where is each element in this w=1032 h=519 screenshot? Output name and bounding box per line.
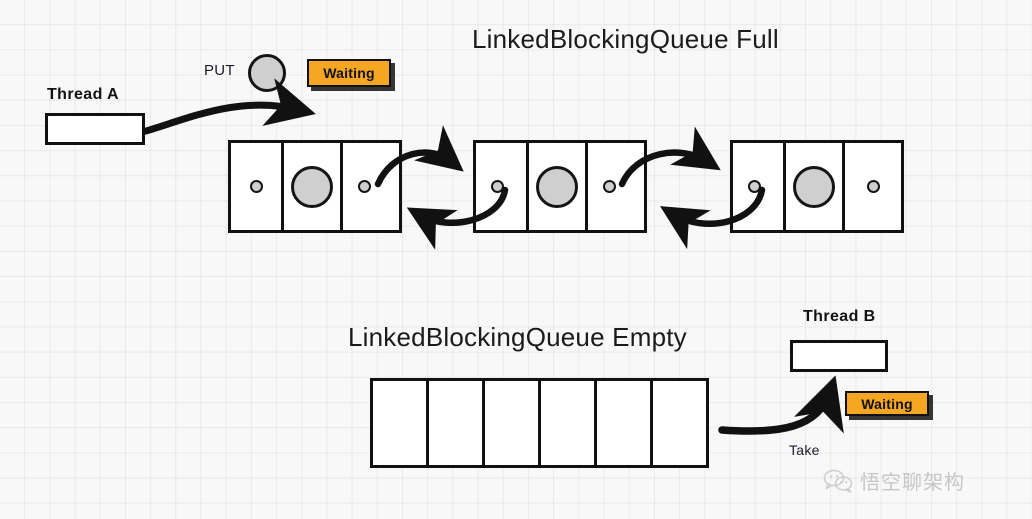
- node-3-prev-cell: [730, 140, 786, 233]
- watermark-text: 悟空聊架构: [860, 472, 965, 494]
- empty-cell-3: [482, 378, 541, 468]
- put-arrow: [142, 78, 316, 135]
- thread-b-waiting-badge: Waiting: [845, 391, 929, 416]
- prev-pointer-dot: [249, 180, 263, 193]
- prev-pointer-dot: [747, 180, 761, 193]
- prev-pointer-dot: [490, 180, 504, 193]
- empty-queue-title: LinkedBlockingQueue Empty: [348, 322, 687, 352]
- node-2-next-cell: [585, 140, 647, 233]
- data-item-circle: [536, 165, 578, 208]
- take-action-label: Take: [789, 442, 820, 458]
- thread-a-box[interactable]: [45, 113, 145, 145]
- queue-node-1[interactable]: [228, 140, 402, 233]
- node-3-data-cell: [783, 140, 845, 233]
- node-1-data-cell: [281, 140, 343, 233]
- full-queue-title: LinkedBlockingQueue Full: [472, 24, 779, 54]
- thread-a-waiting-badge: Waiting: [307, 59, 391, 87]
- take-arrow: [718, 375, 844, 435]
- data-item-circle: [291, 165, 333, 208]
- node-1-next-cell: [340, 140, 402, 233]
- node-1-prev-cell: [228, 140, 284, 233]
- thread-b-label: Thread B: [803, 308, 876, 325]
- put-action-label: PUT: [204, 62, 235, 79]
- node-2-data-cell: [526, 140, 588, 233]
- thread-b-box[interactable]: [790, 340, 888, 372]
- queue-node-2[interactable]: [473, 140, 647, 233]
- watermark: 悟空聊架构: [823, 466, 965, 495]
- next-pointer-dot: [357, 180, 371, 193]
- empty-cell-6: [650, 378, 709, 468]
- next-pointer-dot: [866, 180, 880, 193]
- thread-a-label: Thread A: [47, 86, 119, 103]
- empty-queue-cells[interactable]: [370, 378, 709, 468]
- data-item-circle: [793, 165, 835, 208]
- wechat-icon: [823, 469, 853, 493]
- empty-cell-4: [538, 378, 597, 468]
- queue-node-3[interactable]: [730, 140, 904, 233]
- empty-cell-1: [370, 378, 429, 468]
- empty-cell-2: [426, 378, 485, 468]
- put-item-circle: [248, 54, 286, 92]
- node-2-prev-cell: [473, 140, 529, 233]
- empty-cell-5: [594, 378, 653, 468]
- next-pointer-dot: [602, 180, 616, 193]
- node-3-next-cell: [842, 140, 904, 233]
